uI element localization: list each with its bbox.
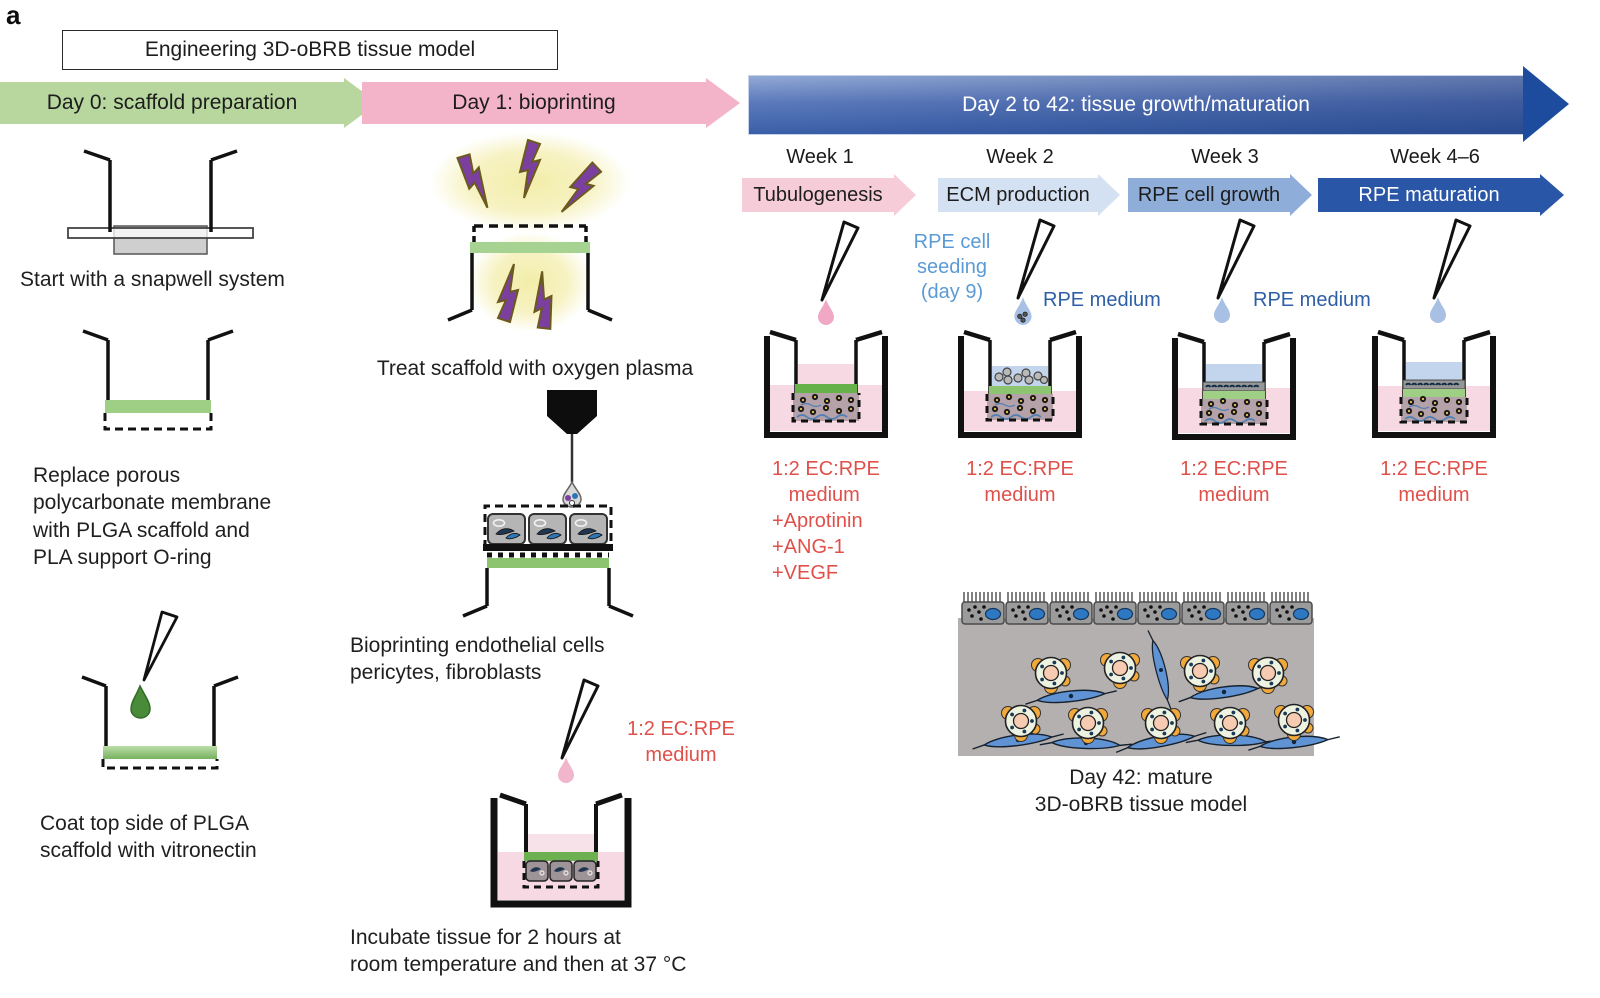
day1-arrow-label: Day 1: bioprinting <box>452 91 616 114</box>
well-week3-icon <box>1172 331 1296 440</box>
rpe-seeding-label: RPE cell seeding (day 9) <box>913 231 991 303</box>
week2-phase-label: ECM production <box>946 183 1090 206</box>
week3-arrow-head-icon <box>1290 174 1312 216</box>
droplet-icon <box>1014 297 1032 325</box>
day0-arrow: Day 0: scaffold preparation <box>0 82 344 124</box>
day2-42-arrow-label: Day 2 to 42: tissue growth/maturation <box>962 93 1310 116</box>
week3-medium-label: 1:2 EC:RPE medium <box>1180 458 1288 506</box>
week4-6-phase-arrow: RPE maturation <box>1318 178 1540 212</box>
week2-label: Week 2 <box>986 146 1054 168</box>
week4-6-arrow-head-icon <box>1540 174 1564 216</box>
week1-phase-arrow: Tubulogenesis <box>742 178 894 212</box>
step3-caption: Coat top side of PLGA scaffold with vitr… <box>40 812 257 863</box>
snapwell-plga-icon <box>82 329 234 431</box>
incubate-caption: Incubate tissue for 2 hours at room temp… <box>350 926 687 977</box>
week1-phase-label: Tubulogenesis <box>753 183 883 206</box>
pipette-icon <box>820 220 860 302</box>
step1-caption: Start with a snapwell system <box>20 268 285 291</box>
week2-arrow-head-icon <box>1098 174 1120 216</box>
pipette-icon <box>142 610 179 682</box>
well-week4-6-icon <box>1372 329 1496 438</box>
day1-arrow: Day 1: bioprinting <box>362 82 706 124</box>
week4-6-medium-label: 1:2 EC:RPE medium <box>1380 458 1488 506</box>
week3-phase-label: RPE cell growth <box>1137 183 1281 206</box>
mature-tissue-icon <box>958 591 1341 756</box>
droplet-icon <box>130 684 151 719</box>
week1-medium-label: 1:2 EC:RPE medium +Aprotinin +ANG-1 +VEG… <box>772 458 880 584</box>
day1-arrow-head-icon <box>706 78 740 128</box>
day0-arrow-label: Day 0: scaffold preparation <box>46 91 298 114</box>
well-week1-icon <box>764 329 888 438</box>
well-week2-icon <box>958 329 1082 438</box>
print-nozzle-icon <box>547 390 597 434</box>
panel-label: a <box>6 0 21 30</box>
figure-title-box: Engineering 3D-oBRB tissue model <box>62 30 558 70</box>
incubate-medium-label: 1:2 EC:RPE medium <box>627 718 735 766</box>
snapwell-vitronectin-icon <box>81 610 239 770</box>
rpe-medium-label-week3: RPE medium <box>1253 289 1371 311</box>
week1-label: Week 1 <box>786 146 854 168</box>
rpe-medium-label-week2: RPE medium <box>1043 289 1161 311</box>
step2-caption: Replace porous polycarbonate membrane wi… <box>33 464 272 569</box>
incubation-well-icon <box>490 792 632 908</box>
snapwell-icon <box>67 149 254 255</box>
droplet-icon <box>1430 297 1446 323</box>
pipette-icon <box>560 678 600 760</box>
week4-6-label: Week 4–6 <box>1390 146 1480 168</box>
bioprinting-icon <box>462 390 634 618</box>
week3-label: Week 3 <box>1191 146 1259 168</box>
week1-arrow-head-icon <box>894 174 916 216</box>
day2-42-arrow-head-icon <box>1523 66 1569 142</box>
figure-title: Engineering 3D-oBRB tissue model <box>144 38 476 61</box>
mature-caption: Day 42: mature 3D-oBRB tissue model <box>1034 766 1248 817</box>
pipette-icon <box>1432 218 1472 300</box>
week2-phase-arrow: ECM production <box>938 178 1098 212</box>
plasma-caption: Treat scaffold with oxygen plasma <box>376 357 694 380</box>
droplet-icon <box>1214 297 1230 323</box>
bioprint-caption: Bioprinting endothelial cells pericytes,… <box>350 634 605 685</box>
droplet-icon <box>818 299 834 325</box>
droplet-icon <box>558 757 574 783</box>
day2-42-arrow: Day 2 to 42: tissue growth/maturation <box>748 75 1524 135</box>
week3-phase-arrow: RPE cell growth <box>1128 178 1290 212</box>
week4-6-phase-label: RPE maturation <box>1358 183 1500 206</box>
week2-medium-label: 1:2 EC:RPE medium <box>966 458 1074 506</box>
plasma-treatment-icon <box>430 132 630 333</box>
